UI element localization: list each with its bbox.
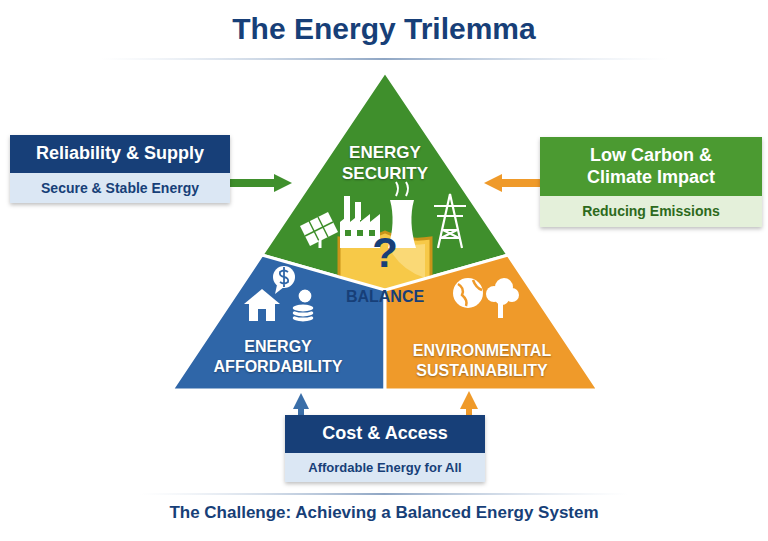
box-body: Secure & Stable Energy (10, 173, 230, 204)
info-box: Cost & AccessAffordable Energy for All (285, 415, 485, 482)
diagram-title: The Energy Trilemma (0, 12, 768, 46)
segment-fill (172, 255, 385, 390)
info-box: Reliability & SupplySecure & Stable Ener… (10, 135, 230, 203)
balance-label: BALANCE (335, 288, 435, 306)
caption-rule (140, 493, 628, 495)
diagram-caption: The Challenge: Achieving a Balanced Ener… (0, 503, 768, 523)
box-body: Reducing Emissions (540, 196, 762, 227)
segment-label: ENERGY AFFORDABILITY (193, 337, 363, 377)
segment-fill (262, 72, 508, 290)
box-heading: Low Carbon & Climate Impact (540, 137, 762, 196)
balance-shield: ? BALANCE (335, 228, 435, 340)
segment-label: ENVIRONMENTAL SUSTAINABILITY (392, 341, 572, 381)
flow-arrow (230, 179, 274, 187)
box-body: Affordable Energy for All (285, 453, 485, 483)
title-underline (100, 58, 668, 60)
info-box: Low Carbon & Climate ImpactReducing Emis… (540, 137, 762, 227)
flow-arrow (502, 179, 540, 187)
box-heading: Cost & Access (285, 415, 485, 453)
segment-fill (385, 255, 598, 390)
box-heading: Reliability & Supply (10, 135, 230, 173)
segment-label: ENERGY SECURITY (315, 142, 455, 185)
question-mark: ? (335, 232, 435, 274)
sustainability-segment: ENVIRONMENTAL SUSTAINABILITY (385, 255, 598, 390)
affordability-segment: ENERGY AFFORDABILITY (172, 255, 385, 390)
globe-icon (453, 278, 483, 308)
